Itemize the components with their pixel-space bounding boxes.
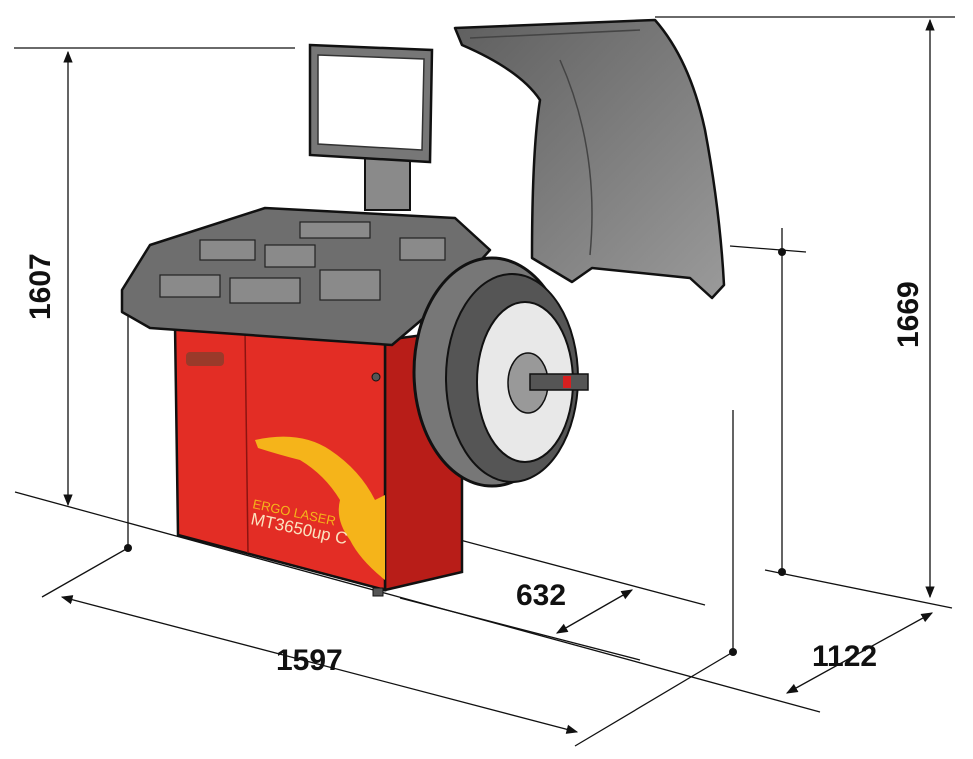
- dimension-label-1597: 1597: [276, 644, 343, 677]
- wheel-shaft: [529, 373, 589, 391]
- dimension-label-1122: 1122: [812, 640, 877, 673]
- wheel: [412, 256, 589, 488]
- dimension-arrow-1597: [60, 595, 579, 734]
- dimension-label-1607: 1607: [24, 253, 57, 320]
- dimension-arrow-632: [555, 589, 634, 634]
- dimension-label-632: 632: [516, 579, 566, 612]
- dimension-label-1669: 1669: [892, 281, 925, 348]
- dimension-arrow-1122: [785, 612, 934, 694]
- eagle-graphic: [255, 436, 385, 580]
- logo-badge: [186, 352, 224, 366]
- wheel-guard-hood: [453, 18, 726, 300]
- monitor: [308, 43, 434, 211]
